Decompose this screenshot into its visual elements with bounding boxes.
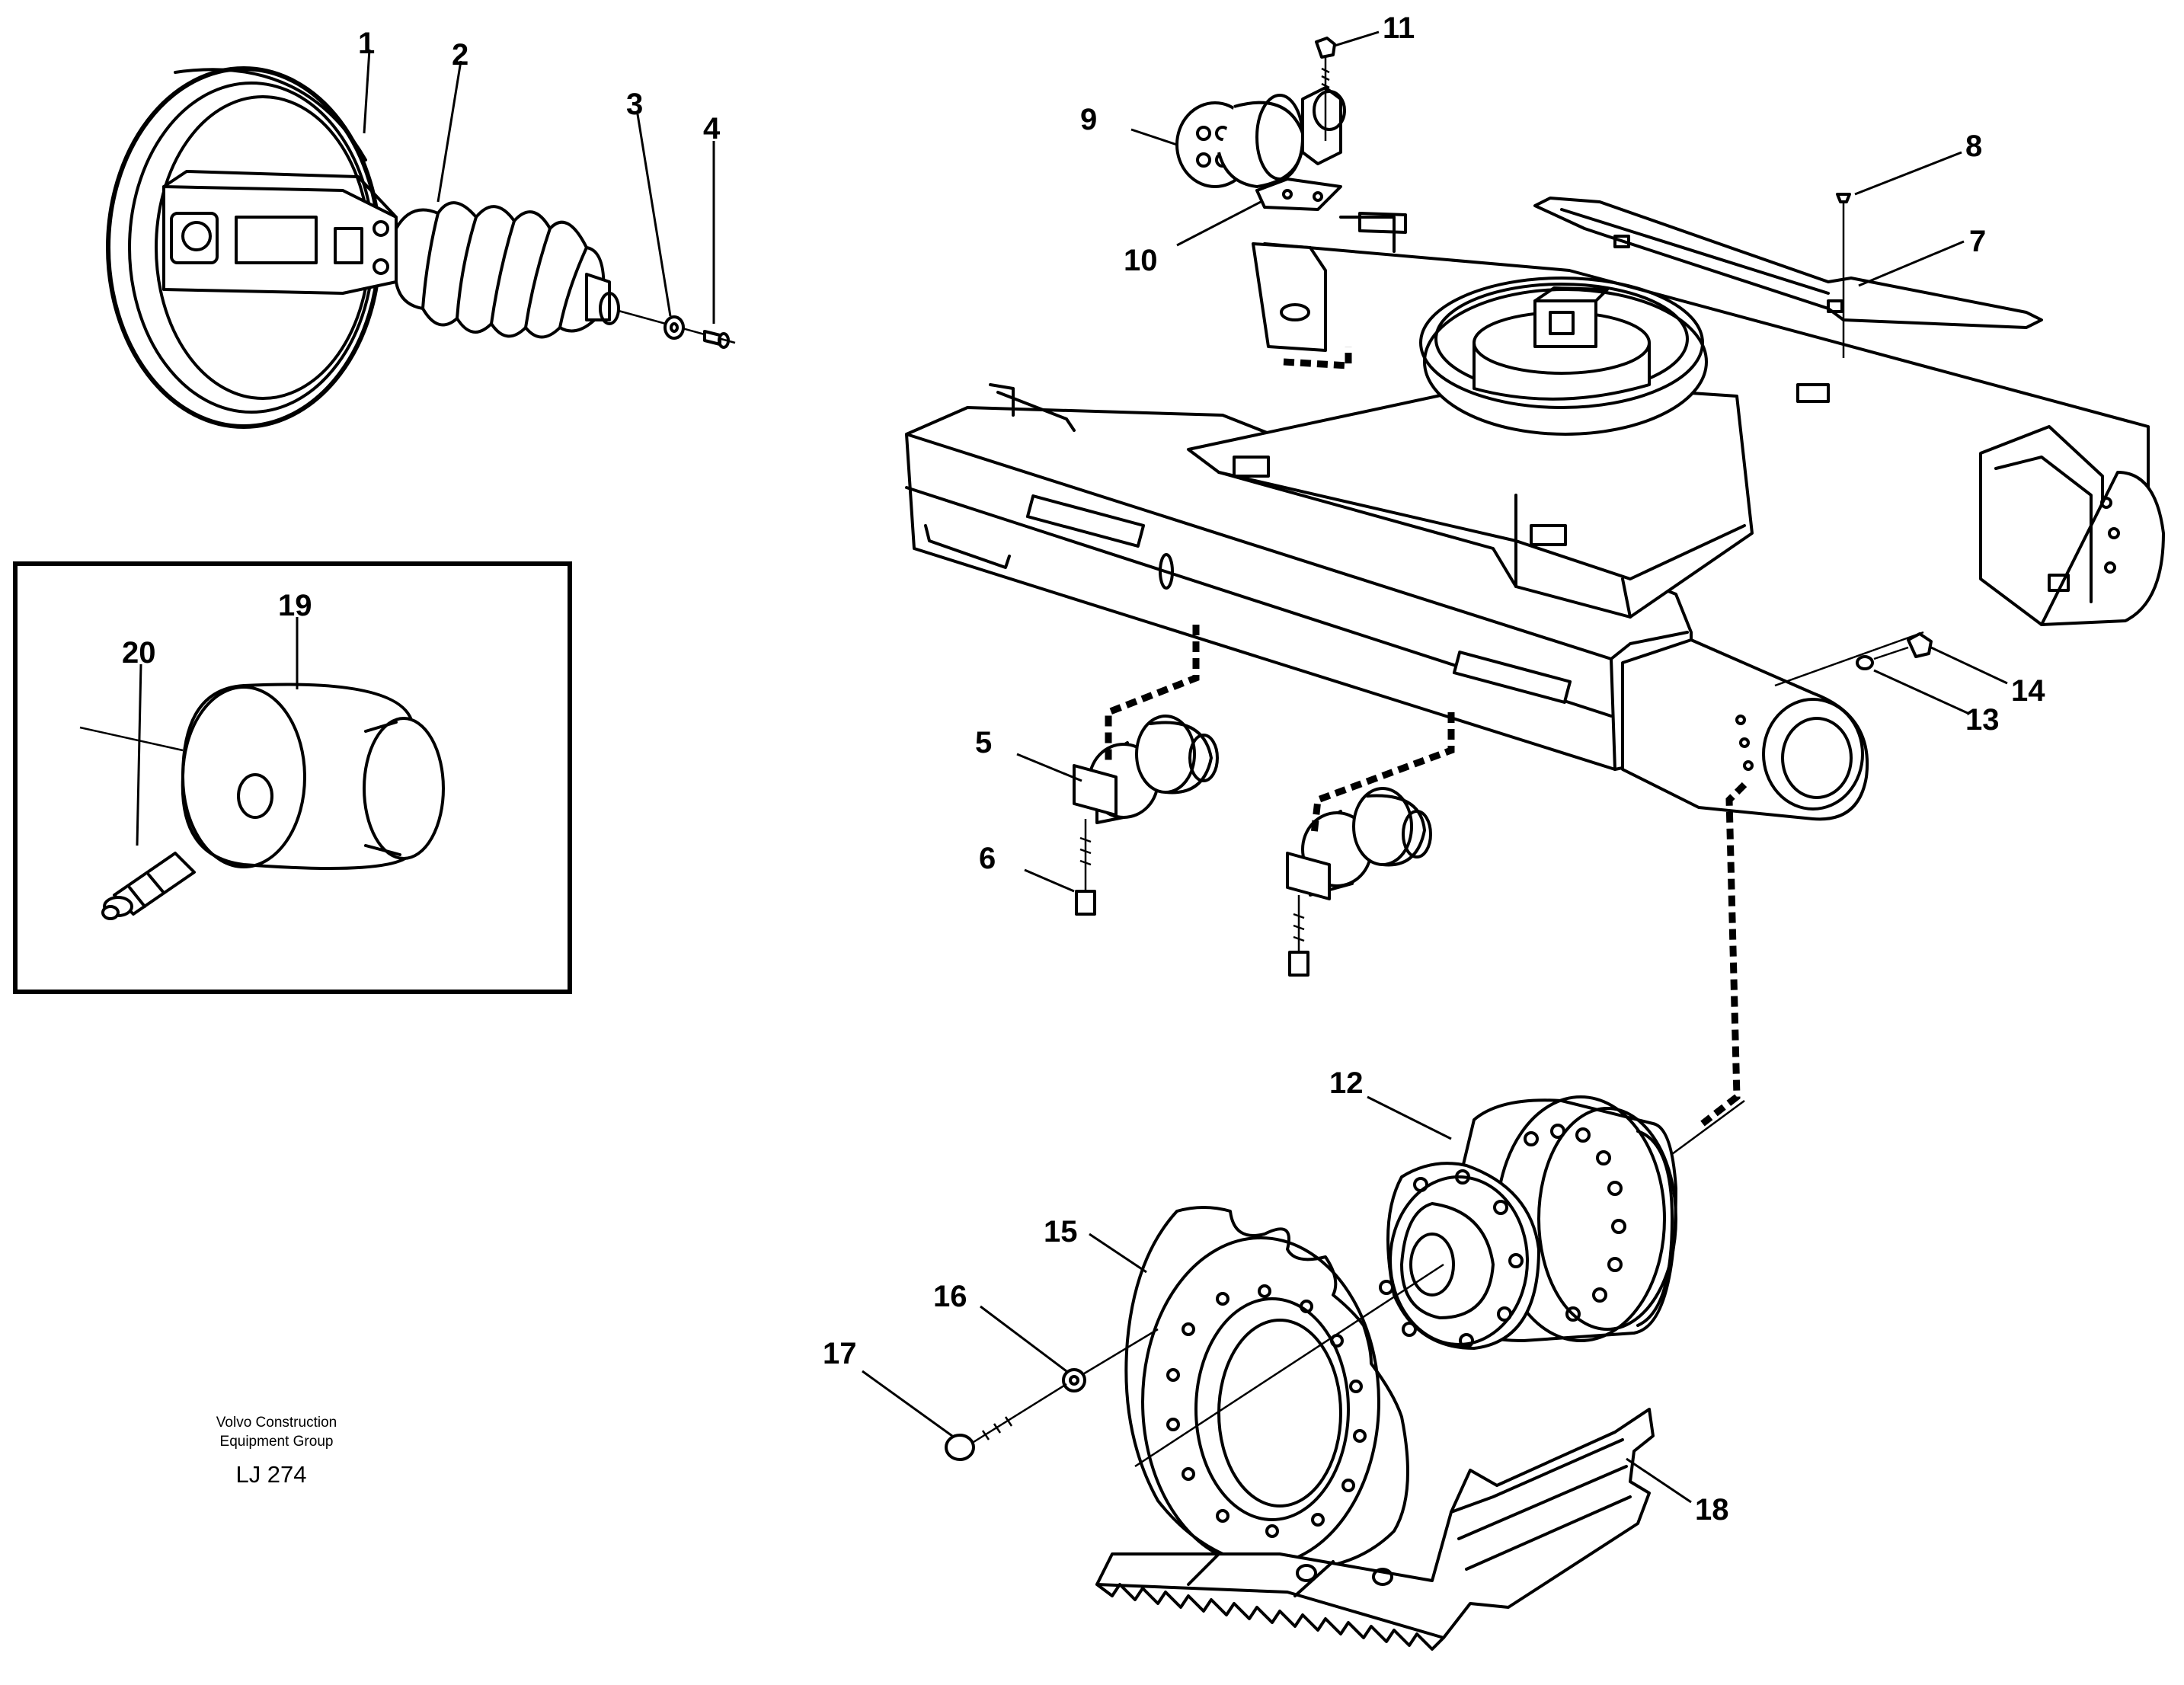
- callout-10: 10: [1124, 244, 1158, 277]
- callout-18: 18: [1695, 1493, 1729, 1527]
- grease-nipple-20: [101, 852, 196, 920]
- top-roller-9: [1175, 86, 1346, 188]
- washer-16: [1062, 1368, 1086, 1392]
- travel-motor-12: [1379, 1095, 1745, 1350]
- slewing-ring: [1419, 277, 1708, 436]
- mounting-plate-10: [1255, 177, 1342, 211]
- idler-wheel-assembly: [106, 66, 398, 429]
- alignment-dashes: [1105, 347, 1748, 1127]
- frame-end-box-rear: [1621, 638, 1869, 821]
- leader-lines: [136, 30, 2008, 1504]
- callout-14: 14: [2011, 674, 2045, 708]
- detail-inset: [13, 561, 572, 994]
- caption-line-2: Equipment Group: [220, 1434, 334, 1450]
- publisher-caption: Volvo Construction Equipment Group LJ 27…: [216, 1415, 337, 1488]
- callout-6: 6: [979, 842, 996, 875]
- callout-20: 20: [122, 636, 156, 670]
- bolt-17: [945, 1383, 1067, 1461]
- washer-3: [664, 315, 685, 340]
- sprocket-15: [1124, 1206, 1444, 1571]
- callout-labels: 1 2 3 4 5 6 7 8 9 10 11 12 13 14 15 16 1…: [122, 11, 2045, 1527]
- callout-2: 2: [452, 38, 468, 72]
- callout-13: 13: [1965, 703, 2000, 737]
- callout-17: 17: [823, 1337, 857, 1370]
- callout-12: 12: [1329, 1066, 1364, 1100]
- undercarriage-frame: [905, 212, 2165, 821]
- motor-bolt-ring: [1524, 1124, 1626, 1322]
- bolt-11: [1315, 37, 1336, 141]
- grease-fitting-4: [703, 330, 730, 349]
- drawing-code: LJ 274: [235, 1461, 306, 1488]
- frame-end-box-right: [1979, 425, 2165, 626]
- caption-line-1: Volvo Construction: [216, 1415, 337, 1431]
- callout-7: 7: [1969, 225, 1986, 258]
- callout-11: 11: [1383, 11, 1415, 45]
- bottom-roller-second: [1286, 787, 1432, 977]
- bolt-6: [1075, 819, 1096, 916]
- bottom-roller-5: [1073, 715, 1219, 824]
- callout-1: 1: [358, 27, 375, 60]
- bushing-19: [181, 683, 445, 870]
- callout-9: 9: [1080, 103, 1097, 136]
- guide-strip-7: [1533, 197, 2043, 329]
- callout-3: 3: [626, 88, 643, 121]
- callout-8: 8: [1965, 129, 1982, 163]
- track-chain-18: [1095, 1408, 1655, 1651]
- callout-16: 16: [933, 1280, 967, 1313]
- callout-4: 4: [703, 112, 721, 145]
- tension-spring: [395, 201, 736, 344]
- callout-19: 19: [278, 589, 312, 622]
- washer-13: [1856, 655, 1874, 670]
- callout-5: 5: [975, 726, 992, 759]
- bolt-8: [1836, 193, 1851, 358]
- callout-15: 15: [1044, 1215, 1078, 1249]
